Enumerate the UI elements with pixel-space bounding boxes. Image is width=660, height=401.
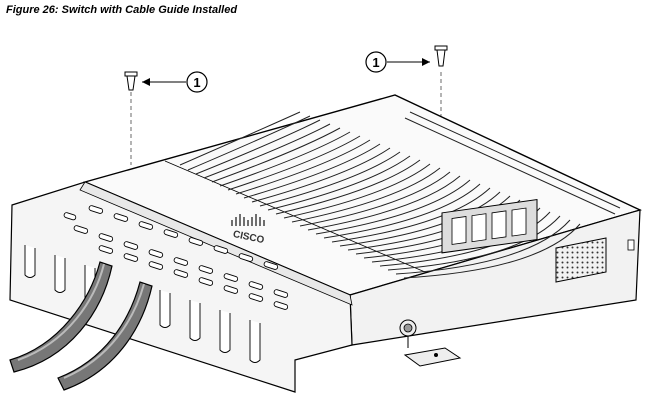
bottom-bracket bbox=[405, 348, 460, 366]
side-indicator bbox=[628, 240, 634, 250]
callout-number-right: 1 bbox=[372, 55, 379, 70]
callout-number-left: 1 bbox=[193, 75, 200, 90]
ground-screw bbox=[400, 320, 416, 348]
callout-right: 1 bbox=[366, 52, 430, 72]
callout-left: 1 bbox=[142, 72, 207, 92]
left-screw bbox=[125, 72, 137, 165]
